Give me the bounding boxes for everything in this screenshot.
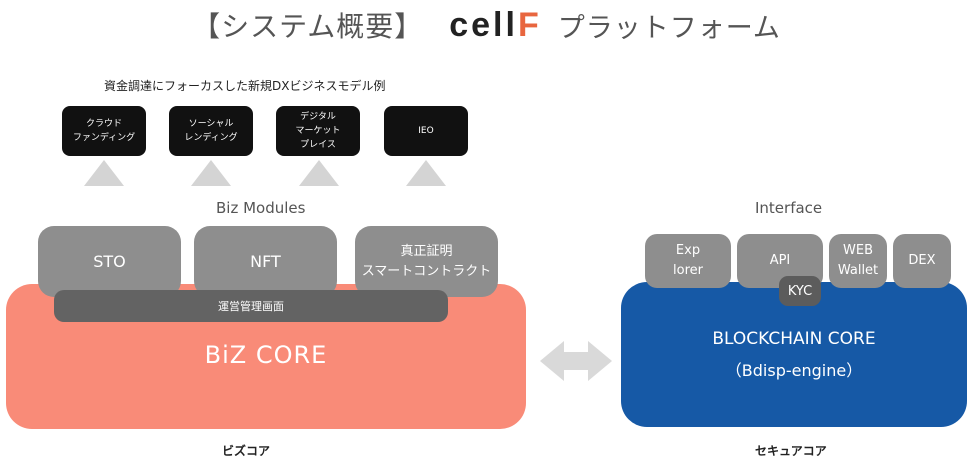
double-headed-arrow-icon (540, 341, 612, 381)
up-triangle-icon (84, 160, 124, 186)
secure-core-caption: セキュアコア (755, 444, 827, 458)
use-case-crowdfunding: クラウド ファンディング (62, 106, 146, 156)
interface-web-wallet: WEB Wallet (829, 234, 887, 288)
cellf-logo: cellF (449, 6, 542, 45)
title-prefix: 【システム概要】 (192, 10, 424, 43)
use-cases-heading: 資金調達にフォーカスした新規DXビジネスモデル例 (104, 79, 386, 93)
module-nft: NFT (194, 226, 337, 297)
use-case-digital-marketplace: デジタル マーケット プレイス (276, 106, 360, 156)
biz-core-label: BiZ CORE (204, 341, 328, 369)
logo-main-text: cell (449, 5, 518, 44)
up-triangle-icon (299, 160, 339, 186)
biz-modules-label: Biz Modules (216, 199, 306, 217)
interface-label: Interface (755, 199, 823, 217)
module-sto: STO (38, 226, 181, 297)
up-triangle-icon (191, 160, 231, 186)
interface-explorer: Exp lorer (645, 234, 731, 288)
logo-accent-text: F (517, 5, 542, 44)
biz-core-caption: ビズコア (222, 444, 271, 458)
use-case-ieo: IEO (384, 106, 468, 156)
module-authenticity-smart-contract: 真正証明 スマートコントラクト (355, 226, 498, 297)
kyc-badge: KYC (779, 276, 821, 306)
blockchain-core-label: BLOCKCHAIN CORE (712, 329, 876, 349)
page-title: 【システム概要】 cellF プラットフォーム (0, 4, 973, 46)
interface-dex: DEX (893, 234, 951, 288)
up-triangle-icon (406, 160, 446, 186)
management-console-bar: 運営管理画面 (54, 290, 448, 322)
blockchain-core-block (621, 282, 967, 427)
use-case-social-lending: ソーシャル レンディング (169, 106, 253, 156)
title-platform: プラットフォーム (557, 12, 781, 44)
blockchain-core-sublabel: （Bdisp-engine） (725, 361, 863, 380)
